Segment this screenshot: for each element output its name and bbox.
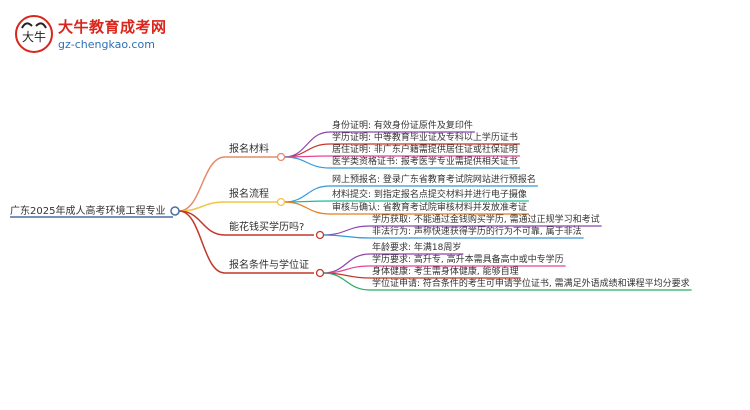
logo-mark-text: 大牛 bbox=[22, 29, 46, 44]
leaf-label: 居住证明: 非广东户籍需提供居住证或社保证明 bbox=[332, 143, 518, 155]
leaf-label: 学历要求: 高升专, 高升本需具备高中或中专学历 bbox=[372, 253, 564, 265]
branch-edge bbox=[178, 210, 226, 274]
leaf-label: 年龄要求: 年满18周岁 bbox=[372, 241, 461, 253]
leaf-label: 非法行为: 声称快速获得学历的行为不可靠, 属于非法 bbox=[372, 225, 582, 237]
branch-label: 报名条件与学位证 bbox=[229, 258, 309, 271]
branch-node-dot bbox=[315, 230, 325, 240]
leaf-edge bbox=[283, 185, 331, 203]
branch-label: 报名材料 bbox=[229, 142, 269, 155]
leaf-edge bbox=[283, 201, 331, 215]
leaf-label: 医学类资格证书: 报考医学专业需提供相关证书 bbox=[332, 155, 518, 167]
leaf-label: 审核与确认: 省教育考试院审核材料并发放准考证 bbox=[332, 201, 527, 213]
branch-label: 能花钱买学历吗? bbox=[229, 220, 304, 233]
branch-edge bbox=[178, 210, 226, 236]
leaf-edge bbox=[283, 143, 331, 158]
watermark-logo: 大牛 大牛教育成考网 gz-chengkao.com bbox=[14, 14, 214, 54]
leaf-edge bbox=[283, 156, 331, 169]
bull-logo-icon: 大牛 bbox=[15, 15, 53, 53]
branch-edge bbox=[178, 156, 226, 212]
branch-node-dot bbox=[315, 268, 325, 278]
leaf-label: 网上预报名: 登录广东省教育考试院网站进行预报名 bbox=[332, 173, 536, 185]
leaf-edge bbox=[322, 234, 371, 239]
branch-node-dot bbox=[276, 152, 286, 162]
root-node-dot bbox=[170, 206, 180, 216]
leaf-label: 学位证申请: 符合条件的考生可申请学位证书, 需满足外语成绩和课程平均分要求 bbox=[372, 277, 690, 289]
leaf-edge bbox=[322, 272, 371, 291]
leaf-label: 学历证明: 中等教育毕业证及专科以上学历证书 bbox=[332, 131, 518, 143]
mindmap-edges bbox=[178, 131, 371, 291]
mindmap-root-label: 广东2025年成人高考环境工程专业 bbox=[10, 204, 165, 217]
logo-title: 大牛教育成考网 bbox=[58, 18, 167, 36]
branch-node-dot bbox=[276, 197, 286, 207]
leaf-label: 身份证明: 有效身份证原件及复印件 bbox=[332, 119, 473, 131]
leaf-label: 学历获取: 不能通过金钱购买学历, 需通过正规学习和考试 bbox=[372, 213, 600, 225]
leaf-label: 身体健康: 考生需身体健康, 能够自理 bbox=[372, 265, 519, 277]
leaf-edge bbox=[322, 225, 371, 236]
logo-url: gz-chengkao.com bbox=[58, 38, 155, 51]
branch-label: 报名流程 bbox=[229, 187, 269, 200]
leaf-label: 材料提交: 到指定报名点提交材料并进行电子摄像 bbox=[332, 188, 527, 200]
leaf-edge bbox=[322, 253, 371, 274]
